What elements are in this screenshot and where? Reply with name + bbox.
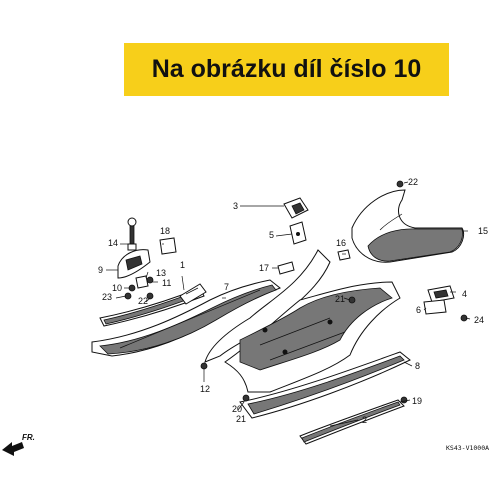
callout-24: 24 (474, 315, 484, 325)
callout-6: 6 (416, 305, 421, 315)
diagram-code: KS43-V1000A (446, 444, 489, 452)
part-9-panel (117, 249, 151, 279)
callout-labels: 3 5 22 15 16 17 18 14 9 13 1 10 11 23 22… (98, 177, 489, 452)
callout-21-mid: 21 (335, 294, 345, 304)
part-2-strip-right (299, 399, 405, 445)
part-17-plate (277, 261, 295, 275)
small-fasteners-left (128, 275, 154, 300)
callout-14: 14 (108, 238, 118, 248)
part-8-skirt-right (239, 351, 411, 419)
part-1-side-skirt-left (91, 279, 281, 357)
callout-16: 16 (336, 238, 346, 248)
part-3-bracket (283, 197, 309, 219)
direction-label: FR. (22, 433, 35, 442)
callout-18: 18 (160, 226, 170, 236)
callout-7: 7 (224, 282, 229, 292)
part-18-tag (159, 237, 177, 255)
callout-22-top: 22 (408, 177, 418, 187)
callout-13: 13 (156, 268, 166, 278)
callout-19: 19 (412, 396, 422, 406)
callout-3: 3 (233, 201, 238, 211)
bolts (124, 180, 468, 404)
part-15-rear-cover (351, 189, 465, 263)
callout-10: 10 (112, 283, 122, 293)
callout-20: 20 (232, 404, 242, 414)
part-1-rail (179, 283, 207, 305)
front-direction-arrow: FR. (2, 433, 35, 456)
part-number-banner: Na obrázku díl číslo 10 (124, 43, 449, 96)
callout-15: 15 (478, 226, 488, 236)
callout-2: 2 (362, 415, 367, 425)
callout-8: 8 (415, 361, 420, 371)
part-4-bracket-right (427, 285, 455, 303)
callout-12: 12 (200, 384, 210, 394)
callout-17: 17 (259, 263, 269, 273)
callout-9: 9 (98, 265, 103, 275)
part-16-tab (337, 249, 351, 261)
floor-center-cover (204, 249, 401, 393)
callout-5: 5 (269, 230, 274, 240)
callout-11: 11 (162, 278, 171, 288)
leader-lines (106, 181, 471, 427)
part-7-inner-strip (99, 287, 205, 327)
callout-1: 1 (180, 260, 185, 270)
callout-21-low: 21 (236, 414, 246, 424)
callout-4: 4 (462, 289, 467, 299)
callout-23: 23 (102, 292, 112, 302)
callout-22-left: 22 (138, 296, 148, 306)
part-14-key (127, 217, 137, 251)
banner-text: Na obrázku díl číslo 10 (151, 55, 422, 83)
part-5-clip (289, 221, 307, 245)
part-6-clip-right (423, 299, 447, 315)
